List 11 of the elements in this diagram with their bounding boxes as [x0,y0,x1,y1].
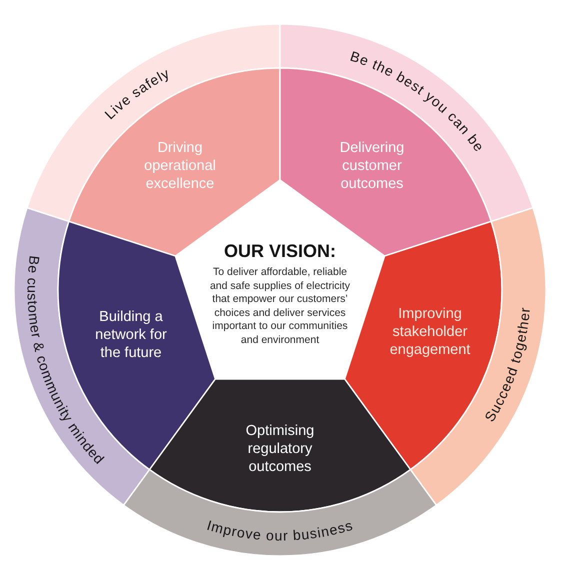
ring-band [280,24,533,222]
segment-label: Delivering customer outcomes [338,139,406,193]
vision-heading: OUR VISION: [224,240,336,262]
wheel-segment [149,378,411,512]
vision-statement: To deliver affordable, reliable and safe supplies of electricity that empower our customers’ choices and deliver services important to our communities and environment [208,266,352,348]
band-label: Improve our business [205,516,355,544]
ring-band [27,24,280,222]
segment-label: Optimising regulatory outcomes [244,422,316,476]
segment-label: Building a network for the future [94,308,168,362]
segment-label: Driving operational excellence [143,139,217,193]
segment-label: Improving stakeholder engagement [388,305,472,359]
